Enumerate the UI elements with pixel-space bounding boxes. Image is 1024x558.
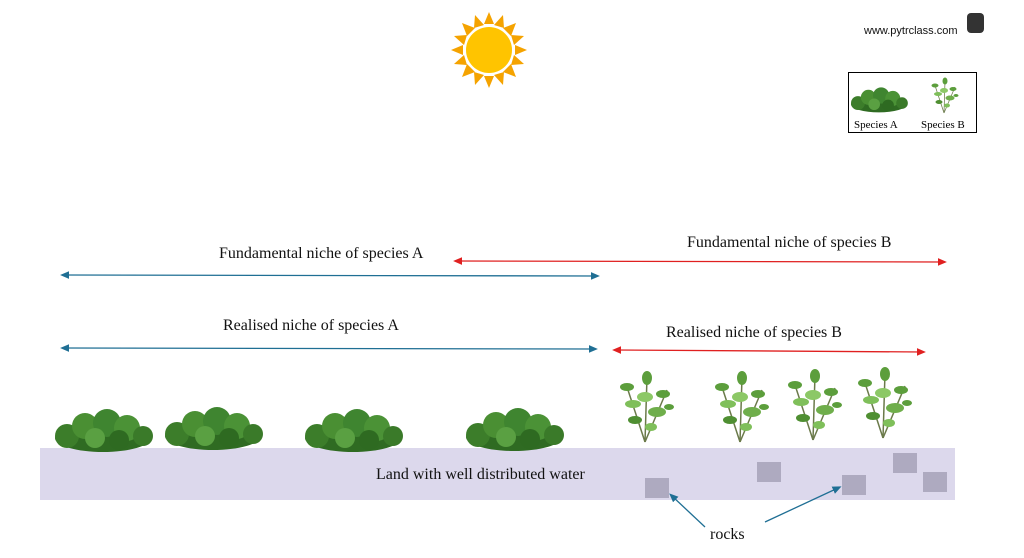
arrow-realised-a xyxy=(60,344,598,353)
label-fundamental-b: Fundamental niche of species B xyxy=(687,234,892,251)
label-land: Land with well distributed water xyxy=(376,466,585,483)
label-rocks: rocks xyxy=(710,526,745,543)
land xyxy=(40,448,955,500)
species-a-plants xyxy=(55,407,564,452)
label-realised-a: Realised niche of species A xyxy=(223,317,399,334)
brand-url: www.pytrclass.com xyxy=(864,25,958,37)
brand-logo-icon xyxy=(967,13,984,33)
rocks xyxy=(645,453,947,498)
legend-species-b: Species B xyxy=(921,119,965,131)
arrow-rock-2 xyxy=(764,486,842,523)
arrow-fundamental-a xyxy=(60,271,600,280)
species-b-plants xyxy=(619,366,913,443)
legend: Species A Species B xyxy=(848,72,977,133)
arrow-rock-1 xyxy=(669,493,706,528)
legend-species-a: Species A xyxy=(854,119,898,131)
sun-icon xyxy=(451,12,527,88)
label-realised-b: Realised niche of species B xyxy=(666,324,842,341)
arrow-fundamental-b xyxy=(453,257,947,266)
label-fundamental-a: Fundamental niche of species A xyxy=(219,245,424,262)
arrow-realised-b xyxy=(612,346,926,356)
